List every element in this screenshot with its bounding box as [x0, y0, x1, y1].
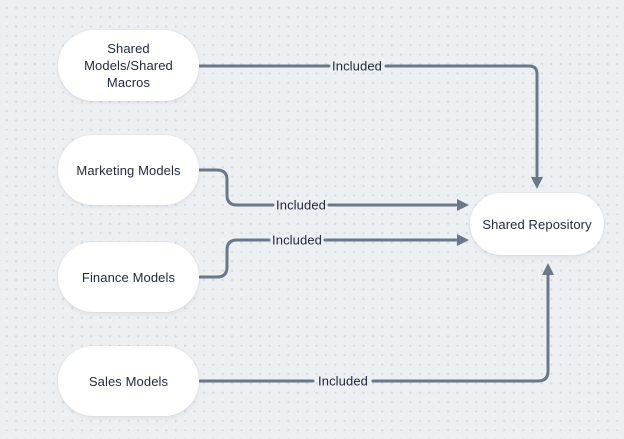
edge-marketing-to-repository [198, 168, 458, 207]
edge-label-included-marketing: Included [276, 197, 326, 213]
arrowhead-down-icon [531, 177, 543, 189]
node-label: Marketing Models [76, 162, 181, 178]
node-finance-models: Finance Models [58, 242, 199, 312]
edge-shared-models-to-repository [198, 64, 539, 178]
edge-sales-to-repository [198, 273, 550, 383]
arrowhead-right-icon [457, 234, 469, 246]
node-marketing-models: Marketing Models [58, 135, 199, 205]
node-sales-models: Sales Models [58, 346, 199, 416]
edge-label-included-finance: Included [272, 232, 322, 248]
node-shared-repository: Shared Repository [470, 193, 604, 255]
arrowhead-up-icon [542, 263, 554, 275]
edge-label-included-sales: Included [318, 373, 368, 389]
node-shared-models-macros: Shared Models/Shared Macros [58, 30, 199, 101]
node-label: Finance Models [81, 269, 176, 285]
node-label: Sales Models [88, 373, 169, 389]
node-label: Shared Models/Shared Macros [84, 41, 173, 90]
edge-label-included-shared-models: Included [332, 58, 382, 74]
node-label: Shared Repository [482, 216, 592, 232]
edge-finance-to-repository [198, 238, 458, 279]
arrowhead-right-icon [457, 199, 469, 211]
